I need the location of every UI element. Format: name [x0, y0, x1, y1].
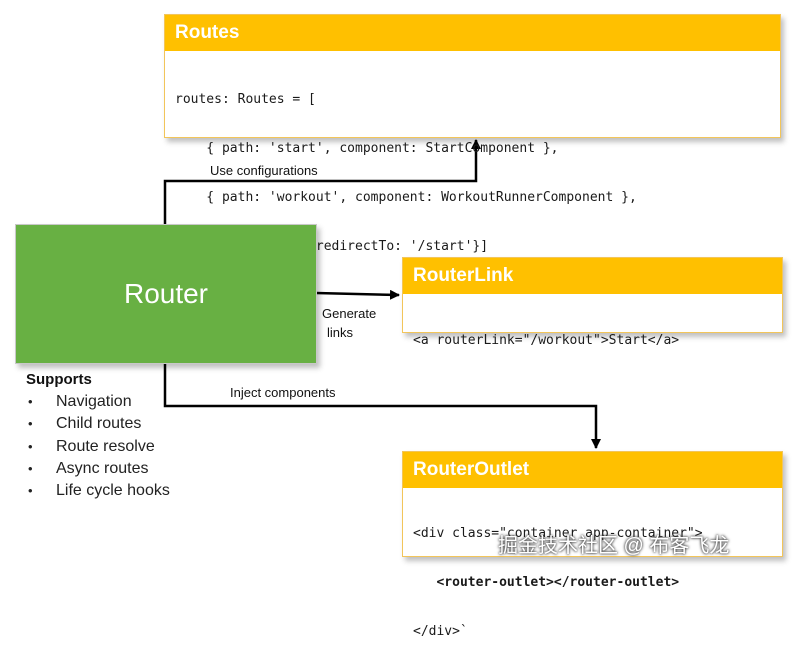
label-inject-components: Inject components: [230, 385, 336, 400]
supports-title: Supports: [26, 371, 92, 388]
list-item: • Life cycle hooks: [26, 480, 170, 502]
label-generate-links-2: links: [327, 325, 354, 340]
supports-list: Supports • Navigation • Child routes • Rout…: [26, 371, 170, 502]
label-use-configurations: Use configurations: [210, 163, 318, 178]
routes-code-line: { path: 'workout', component: WorkoutRun…: [175, 190, 637, 205]
bullet-icon: •: [28, 394, 33, 409]
bullet-icon: •: [28, 483, 33, 499]
list-item-text: Child routes: [56, 415, 142, 433]
connector-arrows: [163, 139, 601, 449]
router-label: Router: [123, 278, 209, 309]
routeroutlet-code-line: </div>`: [413, 624, 468, 639]
routerlink-code: <a routerLink="/workout">Start</a>: [403, 294, 782, 380]
list-item: • Route resolve: [26, 436, 170, 458]
routes-title: Routes: [165, 15, 780, 51]
arrow-generate-links: [315, 289, 400, 300]
watermark: 掘金技术社区 @ 布客飞龙: [498, 535, 730, 557]
bullet-icon: •: [28, 416, 33, 432]
routeroutlet-code-line: <router-outlet></router-outlet>: [413, 575, 680, 590]
list-item-text: Navigation: [56, 393, 132, 410]
list-item: • Child routes: [26, 413, 170, 435]
routes-code: routes: Routes = [ { path: 'start', comp…: [165, 51, 780, 286]
routes-box: Routes routes: Routes = [ { path: 'start…: [164, 14, 781, 254]
list-item: • Async routes: [26, 458, 170, 480]
list-item-text: Life cycle hooks: [56, 482, 170, 500]
arrow-use-configurations: [163, 139, 481, 224]
bullet-icon: •: [28, 438, 33, 454]
list-item-text: Async routes: [56, 459, 149, 477]
list-item-text: Route resolve: [56, 437, 155, 455]
supports-items: • Navigation • Child routes • Route resolve…: [26, 391, 170, 502]
arrow-inject-components: [163, 363, 601, 449]
router-box: Router: [15, 224, 317, 364]
bullet-icon: •: [28, 460, 33, 476]
routeroutlet-code: <div class="container app-container"> <r…: [403, 488, 782, 671]
routerlink-box: RouterLink <a routerLink="/workout">Star…: [402, 257, 783, 348]
routeroutlet-code-line: <div class="container app-container">: [413, 526, 703, 541]
routes-code-line: { path: 'start', component: StartCompone…: [175, 141, 559, 156]
routerlink-title: RouterLink: [403, 258, 782, 294]
routerlink-code-line: <a routerLink="/workout">Start</a>: [413, 333, 680, 348]
label-generate-links-1: Generate: [322, 306, 377, 321]
routeroutlet-title: RouterOutlet: [403, 452, 782, 488]
list-item: • Navigation: [26, 391, 170, 413]
routes-code-line: routes: Routes = [: [175, 92, 316, 107]
